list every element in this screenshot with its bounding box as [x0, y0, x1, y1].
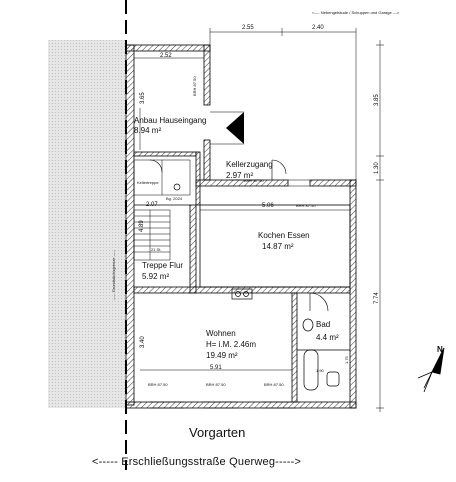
room-bath-area: 4.4 m²	[316, 333, 339, 342]
room-bath-name: Bad	[316, 320, 331, 329]
window-tag-kitchen: BRH 87.50	[296, 203, 316, 208]
dim-entrance-depth: 3.65	[140, 92, 146, 104]
neighbor-area	[48, 40, 126, 408]
doors	[149, 159, 329, 312]
room-cellar-area: 2.97 m²	[226, 171, 254, 180]
stair-steps: 21 St.	[151, 247, 162, 252]
dim-living-width: 5.91	[210, 365, 222, 371]
dim-bath-side: 1.75	[344, 356, 349, 364]
fixtures	[173, 183, 340, 391]
window-tag-living-2: BRH 87.50	[206, 382, 226, 387]
room-stairs-area: 5.92 m²	[142, 272, 170, 281]
dim-entrance-width: 2.52	[160, 53, 172, 59]
garden-label: Vorgarten	[189, 425, 246, 440]
window-tag-entrance: BRH 87.50	[192, 76, 197, 96]
window-marks	[150, 179, 310, 409]
street-label: <----- Erschließungsstraße Querweg----->	[92, 456, 302, 468]
dim-kitchen-width: 5.06	[262, 203, 274, 209]
dimension-lines	[134, 28, 384, 412]
cellar-stairs-label: Kellertreppe	[137, 180, 159, 185]
room-kitchen-name: Kochen Essen	[258, 231, 310, 240]
walls	[125, 44, 357, 409]
dim-right-lower: 7.74	[374, 292, 380, 304]
dim-right-upper: 3.85	[374, 94, 380, 106]
room-kitchen-area: 14.87 m²	[262, 242, 294, 251]
room-living-name: Wohnen	[206, 329, 236, 338]
north-arrow	[417, 347, 445, 393]
room-entrance-name: Anbau Hauseingang	[134, 116, 207, 125]
window-tag-cellar: BRH 87.50	[244, 178, 264, 183]
dim-stair-side: 4.89	[139, 220, 145, 232]
window-tag-living-1: BRH 87.50	[148, 382, 168, 387]
dim-right-mid: 1.30	[374, 162, 380, 174]
room-living-height: H= i.M. 2.46m	[206, 340, 257, 349]
stair	[133, 159, 191, 261]
dim-stair-width: 2.07	[146, 202, 158, 208]
room-cellar-name: Kellerzugang	[226, 160, 273, 169]
dim-living-depth: 3.40	[140, 336, 146, 348]
dim-top-left: 2.55	[242, 25, 254, 31]
bath-small-number: 1.90	[316, 368, 324, 373]
dim-top-right: 2.40	[312, 25, 324, 31]
room-entrance-area: 8.94 m²	[134, 126, 162, 135]
neighbor-boundary-label: ----- Grundstücksgrenze -----	[111, 249, 116, 300]
room-living-area: 19.49 m²	[206, 351, 238, 360]
north-label: N	[437, 345, 443, 354]
stair-tag: Bg. 2024	[166, 196, 183, 201]
annex-top-label: <---- Nebengebäude / Schuppen und Garage…	[312, 10, 400, 15]
window-tag-living-3: BRH 87.50	[264, 382, 284, 387]
entrance-marker	[226, 112, 244, 144]
room-stairs-name: Treppe Flur	[142, 261, 184, 270]
